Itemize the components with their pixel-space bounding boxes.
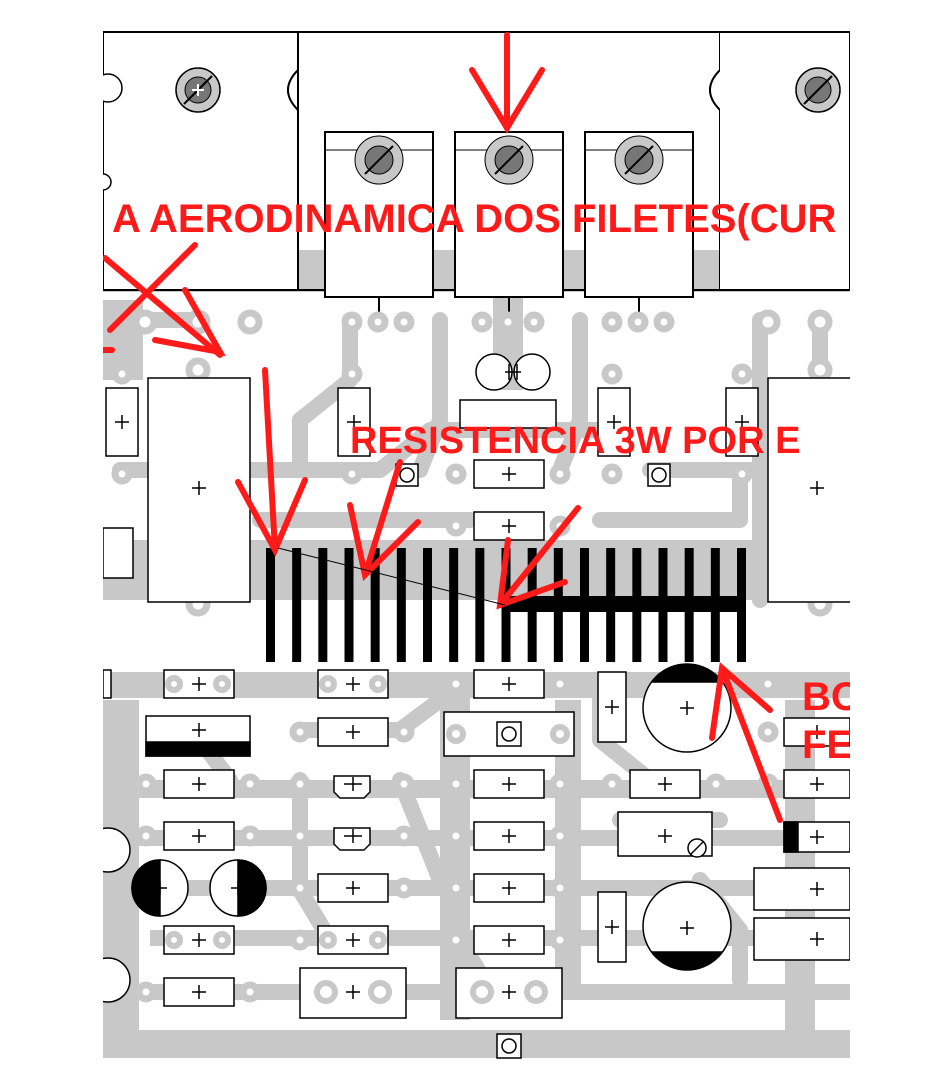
arrow-array-1 [262, 367, 278, 553]
resistor-array-bar [475, 548, 485, 662]
right-margin [850, 0, 940, 1081]
large-resistors [103, 377, 850, 603]
copper-trace-lines [112, 312, 828, 998]
power-transistors [324, 131, 694, 317]
arrow-array-3-head [496, 537, 568, 610]
resistor-array-bar [423, 548, 432, 662]
arrow-array-1-head [235, 477, 308, 557]
resistor-array-bar [292, 548, 302, 662]
heatsink-mount-holes [103, 67, 841, 191]
resistor-array-bar [396, 548, 406, 662]
trimmers [395, 463, 707, 1059]
resistor-array-bar [710, 548, 720, 662]
resistor-array-bar [658, 548, 668, 662]
resistor-plus-marks [115, 415, 824, 999]
annotation-texts: A AERODINAMICA DOS FILETES(CUR RESISTENC… [112, 197, 862, 767]
resistor-array-bar [606, 548, 616, 662]
cross-line-b [107, 242, 198, 333]
resistor-array-bar [266, 548, 275, 662]
resistor-array-bar [318, 548, 328, 662]
arrow-top-head [469, 67, 545, 134]
cross-line-a [102, 255, 223, 358]
resistor-array-bar [737, 548, 746, 662]
diodes [103, 399, 850, 1019]
arrow-left-head [152, 287, 226, 357]
arrow-capacitor-head [709, 662, 773, 741]
arrow-capacitor [719, 665, 783, 823]
resistor-array-bar [370, 548, 380, 662]
resistor-array-bar [553, 548, 563, 662]
left-margin [0, 0, 103, 1081]
wire-line [277, 547, 506, 606]
resistor-array-bar [344, 548, 354, 662]
resistor-array-bar [527, 548, 537, 662]
resistor-array-bar [632, 548, 642, 662]
resistor-array [266, 548, 746, 662]
arrow-array-2-head [347, 502, 421, 582]
red-annotations [100, 32, 783, 823]
resistor-array-bar [580, 548, 589, 662]
arrow-array-3 [497, 505, 581, 608]
annotation-resistencia: RESISTENCIA 3W POR E [350, 420, 800, 462]
small-transistors [333, 775, 371, 851]
annotation-fe: FE [802, 723, 853, 767]
capacitors [103, 353, 732, 1003]
bottom-margin [103, 1060, 850, 1081]
resistor-array-bus [505, 596, 745, 612]
solder-pads [111, 309, 833, 1003]
annotation-aerodinamica: A AERODINAMICA DOS FILETES(CUR [112, 197, 837, 241]
arrow-array-2 [362, 459, 403, 578]
resistor-array-bar [684, 548, 694, 662]
resistor-array-bar [449, 548, 459, 662]
